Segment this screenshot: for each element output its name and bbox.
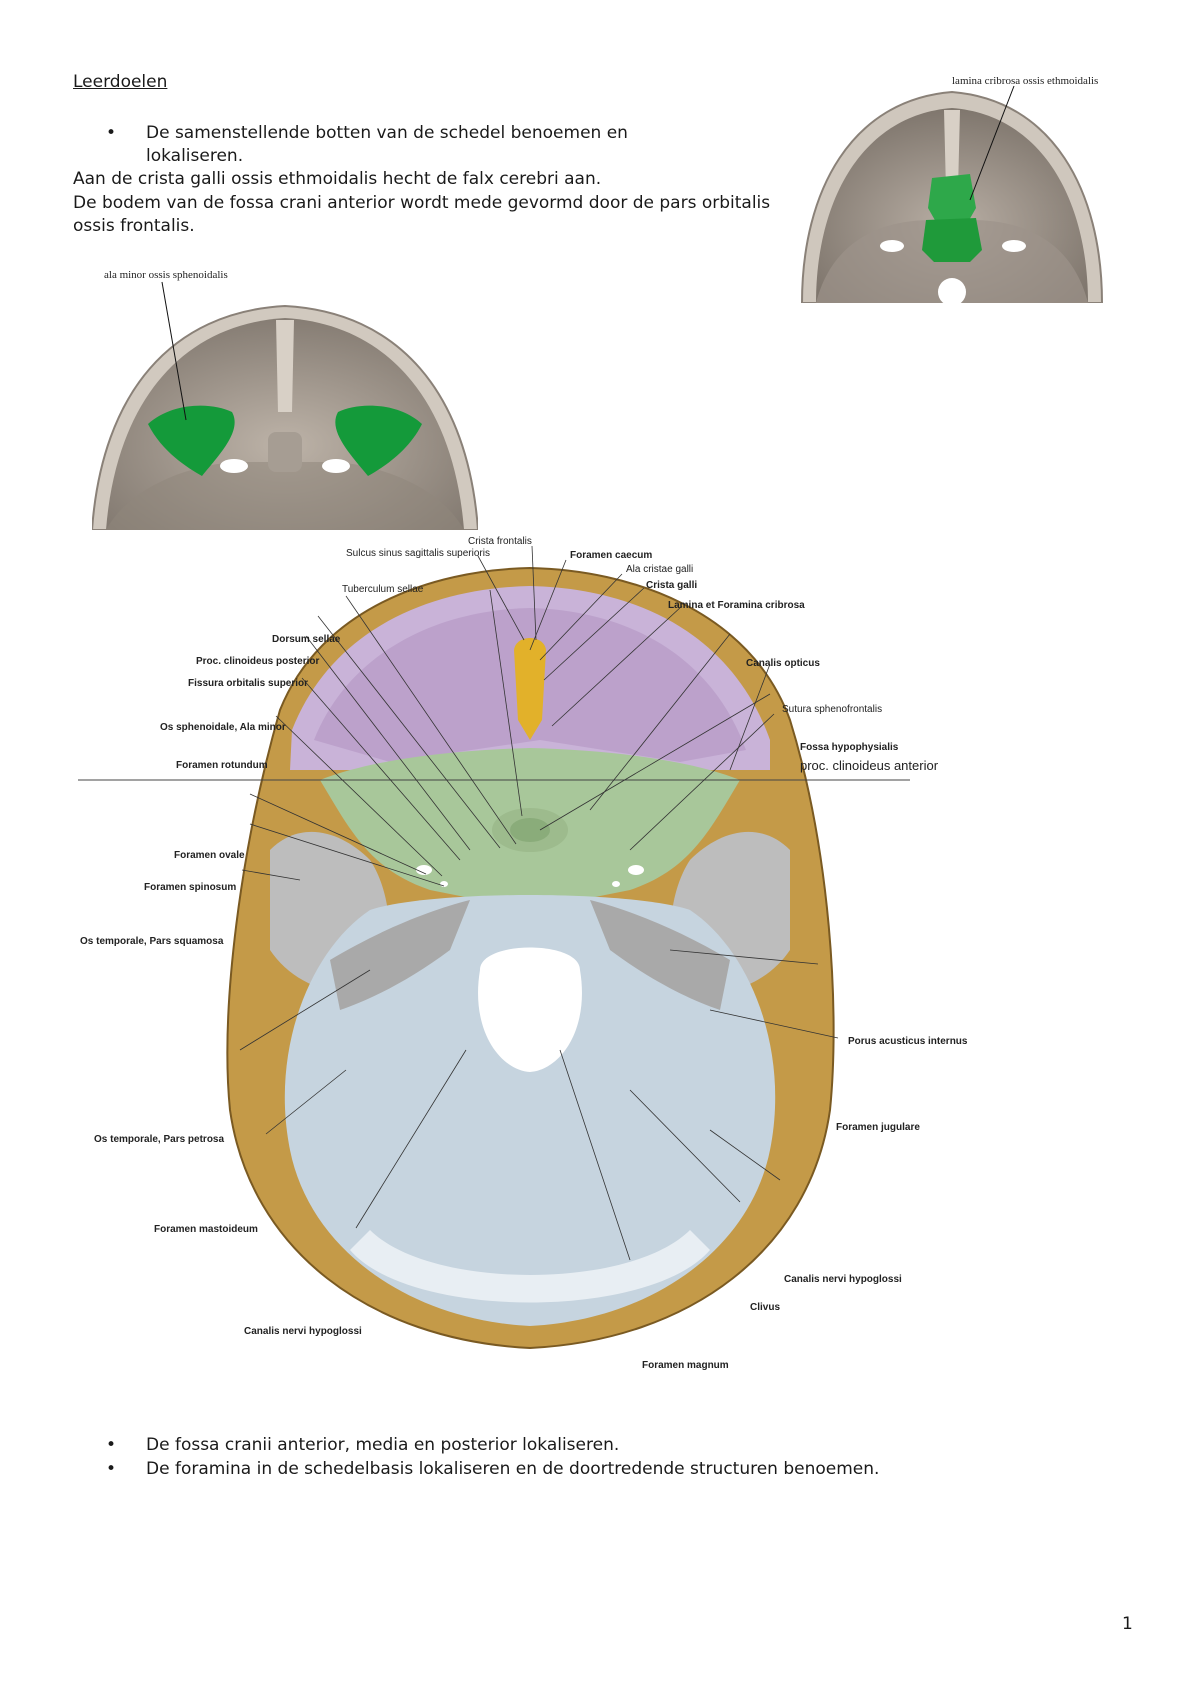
label-dorsum-sellae: Dorsum sellae	[272, 634, 341, 645]
crista-galli-highlight	[514, 638, 546, 740]
label-fossa-hypophysialis: Fossa hypophysialis	[800, 742, 899, 753]
objectives-list-2: De fossa cranii anterior, media en poste…	[73, 1434, 973, 1482]
label-proc-clinoideus-posterior: Proc. clinoideus posterior	[196, 656, 319, 667]
label-canalis-nervi-hypoglossi-right: Canalis nervi hypoglossi	[784, 1274, 902, 1285]
lamina-cribrosa-highlight	[928, 174, 976, 222]
label-clivus: Clivus	[750, 1302, 780, 1313]
paragraph-crista-galli: Aan de crista galli ossis ethmoidalis he…	[73, 169, 602, 189]
label-crista-frontalis: Crista frontalis	[468, 536, 532, 547]
page-number: 1	[1122, 1614, 1133, 1634]
list-item: De fossa cranii anterior, media en poste…	[73, 1434, 973, 1457]
list-item: De foramina in de schedelbasis lokaliser…	[73, 1458, 973, 1481]
label-foramen-jugulare: Foramen jugulare	[836, 1122, 920, 1133]
label-crista-galli: Crista galli	[646, 580, 697, 591]
label-tuberculum-sellae: Tuberculum sellae	[342, 584, 424, 595]
label-fissura-orbitalis-superior: Fissura orbitalis superior	[188, 678, 308, 689]
ethmoid-highlight	[922, 218, 982, 262]
label-foramen-rotundum: Foramen rotundum	[176, 760, 268, 771]
label-ala-cristae-galli: Ala cristae galli	[626, 564, 693, 575]
paragraph-fossa-anterior: De bodem van de fossa crani anterior wor…	[73, 193, 771, 236]
figure-label: ala minor ossis sphenoidalis	[104, 269, 228, 281]
label-sutura-sphenofrontalis: Sutura sphenofrontalis	[782, 704, 882, 715]
label-lamina-cribrosa: Lamina et Foramina cribrosa	[668, 600, 805, 611]
label-proc-clinoideus-anterior: proc. clinoideus anterior	[800, 758, 939, 773]
list-item: De samenstellende botten van de schedel …	[73, 122, 713, 168]
section-heading: Leerdoelen	[73, 72, 168, 92]
ala-minor-left-highlight	[148, 405, 235, 476]
label-foramen-caecum: Foramen caecum	[570, 550, 652, 561]
label-canalis-opticus: Canalis opticus	[746, 658, 820, 669]
fossa-cranii-posterior	[284, 895, 776, 1326]
label-foramen-ovale: Foramen ovale	[174, 850, 245, 861]
figure-ala-minor: ala minor ossis sphenoidalis	[92, 262, 478, 530]
label-foramen-magnum: Foramen magnum	[642, 1360, 729, 1371]
label-canalis-nervi-hypoglossi-left: Canalis nervi hypoglossi	[244, 1326, 362, 1337]
label-os-temporale-pars-squamosa: Os temporale, Pars squamosa	[80, 936, 224, 947]
figure-label: lamina cribrosa ossis ethmoidalis	[952, 75, 1098, 87]
label-sulcus-sinus-sagittalis: Sulcus sinus sagittalis superioris	[346, 548, 490, 559]
label-os-sphenoidale-ala-minor: Os sphenoidale, Ala minor	[160, 722, 286, 733]
ala-minor-right-highlight	[335, 405, 422, 476]
foramen-magnum-shape	[478, 947, 582, 1072]
label-porus-acusticus-internus: Porus acusticus internus	[848, 1036, 968, 1047]
figure-basis-cranii-interna: Crista frontalis Sulcus sinus sagittalis…	[70, 530, 1000, 1380]
label-foramen-spinosum: Foramen spinosum	[144, 882, 236, 893]
objectives-list-1: De samenstellende botten van de schedel …	[73, 122, 713, 168]
label-os-temporale-pars-petrosa: Os temporale, Pars petrosa	[94, 1134, 224, 1145]
figure-lamina-cribrosa: lamina cribrosa ossis ethmoidalis	[792, 70, 1110, 303]
label-foramen-mastoideum: Foramen mastoideum	[154, 1224, 258, 1235]
